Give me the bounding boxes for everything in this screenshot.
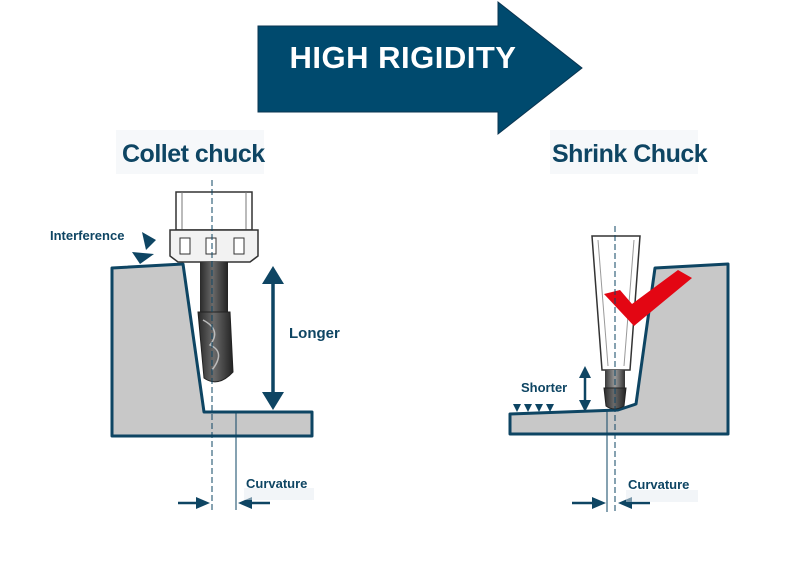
shorter-label: Shorter xyxy=(521,380,568,395)
interference-label: Interference xyxy=(50,228,125,243)
collet-curvature-label: Curvature xyxy=(246,476,308,491)
shrink-curvature-label: Curvature xyxy=(628,477,690,492)
collet-holder xyxy=(169,191,259,263)
banner-arrow xyxy=(257,0,583,136)
shorter-arrow xyxy=(579,366,591,412)
title-hatch-left xyxy=(116,130,264,174)
collet-workpiece xyxy=(110,262,314,438)
collet-curvature-arrows xyxy=(178,488,314,509)
title-hatch-right xyxy=(550,130,698,174)
interference-marker xyxy=(132,232,156,264)
shrink-curvature-arrows xyxy=(572,490,698,509)
longer-label: Longer xyxy=(289,325,340,342)
collet-guide-lines xyxy=(211,180,237,510)
longer-arrow xyxy=(262,266,284,410)
shrink-guide-lines xyxy=(606,226,616,512)
banner-title: HIGH RIGIDITY xyxy=(289,40,517,75)
collet-title: Collet chuck xyxy=(122,140,265,168)
chip-markers xyxy=(513,404,554,412)
check-mark-icon xyxy=(604,270,692,326)
shrink-title: Shrink Chuck xyxy=(552,140,708,168)
collet-end-mill xyxy=(197,262,234,383)
shrink-workpiece xyxy=(508,262,730,436)
